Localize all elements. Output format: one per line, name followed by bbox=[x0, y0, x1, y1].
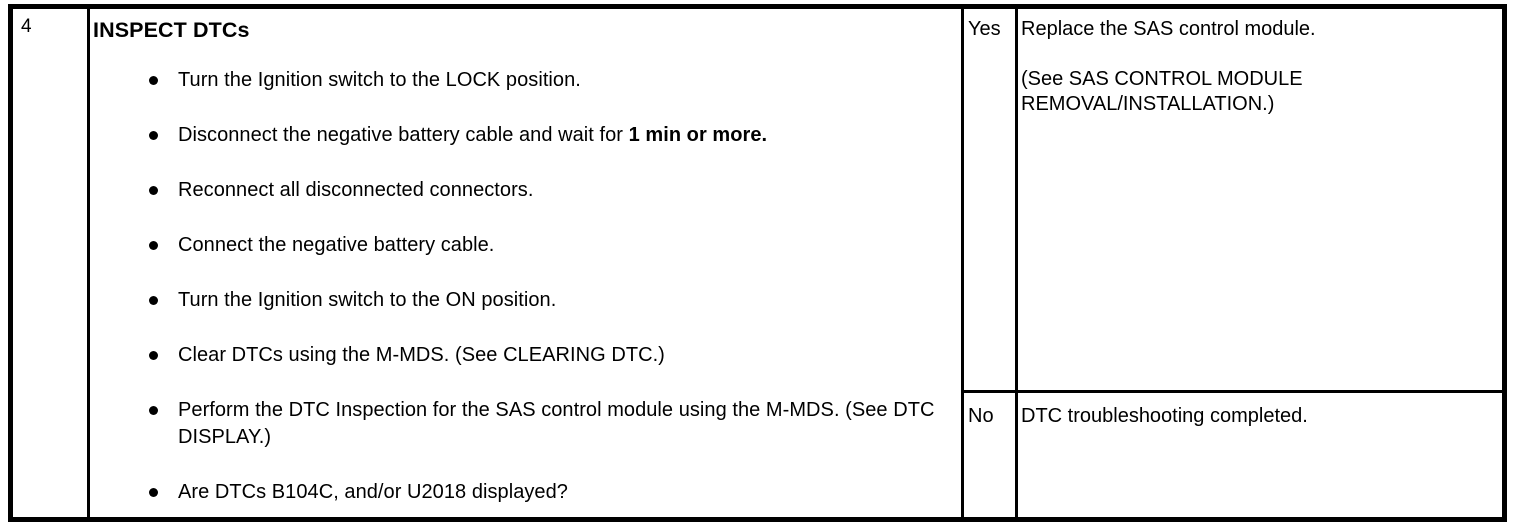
list-item: Turn the Ignition switch to the LOCK pos… bbox=[93, 67, 949, 122]
list-item: Disconnect the negative battery cable an… bbox=[93, 122, 949, 177]
list-item-label: Turn the Ignition switch to the LOCK pos… bbox=[178, 69, 581, 91]
action-yes-line-2: (See SAS CONTROL MODULE bbox=[1021, 68, 1303, 90]
list-item: Connect the negative battery cable. bbox=[93, 232, 949, 287]
list-item: Turn the Ignition switch to the ON posit… bbox=[93, 287, 949, 342]
diagnostic-step-table: 4 INSPECT DTCs Turn the Ignition switch … bbox=[8, 4, 1507, 522]
list-item: Reconnect all disconnected connectors. bbox=[93, 177, 949, 232]
action-no-line-1: DTC troubleshooting completed. bbox=[1021, 405, 1308, 427]
action-yes-line-1: Replace the SAS control module. bbox=[1021, 18, 1316, 40]
bullet-dot-icon bbox=[149, 351, 158, 360]
list-item-label: Are DTCs B104C, and/or U2018 displayed? bbox=[178, 481, 568, 503]
list-item-text-pre: Disconnect the negative battery cable an… bbox=[178, 124, 629, 146]
list-item-text-emphasis: 1 min or more. bbox=[628, 124, 768, 146]
procedure-cell: INSPECT DTCs Turn the Ignition switch to… bbox=[93, 17, 949, 510]
column-divider-step bbox=[87, 9, 90, 517]
step-number: 4 bbox=[21, 16, 32, 37]
procedure-bullet-list: Turn the Ignition switch to the LOCK pos… bbox=[93, 67, 949, 526]
action-yes-line-3: REMOVAL/INSTALLATION.) bbox=[1021, 93, 1275, 115]
list-item-label: Reconnect all disconnected connectors. bbox=[178, 179, 534, 201]
bullet-dot-icon bbox=[149, 241, 158, 250]
bullet-dot-icon bbox=[149, 488, 158, 497]
row-divider-yes-no bbox=[961, 390, 1502, 393]
bullet-dot-icon bbox=[149, 296, 158, 305]
answer-no-label: No bbox=[968, 405, 994, 427]
column-divider-answer bbox=[961, 9, 964, 517]
bullet-dot-icon bbox=[149, 406, 158, 415]
list-item-label: Clear DTCs using the M-MDS. (See CLEARIN… bbox=[178, 344, 665, 366]
list-item-label: Perform the DTC Inspection for the SAS c… bbox=[178, 399, 935, 448]
bullet-dot-icon bbox=[149, 76, 158, 85]
bullet-dot-icon bbox=[149, 186, 158, 195]
answer-yes-label: Yes bbox=[968, 18, 1001, 40]
list-item-label: Turn the Ignition switch to the ON posit… bbox=[178, 289, 557, 311]
list-item: Clear DTCs using the M-MDS. (See CLEARIN… bbox=[93, 342, 949, 397]
list-item-label: Connect the negative battery cable. bbox=[178, 234, 495, 256]
action-yes-cell: Replace the SAS control module. (See SAS… bbox=[1021, 17, 1503, 117]
bullet-dot-icon bbox=[149, 131, 158, 140]
list-item-label: Disconnect the negative battery cable an… bbox=[178, 122, 949, 149]
action-no-cell: DTC troubleshooting completed. bbox=[1021, 404, 1503, 429]
column-divider-action bbox=[1015, 9, 1018, 517]
list-item: Are DTCs B104C, and/or U2018 displayed? bbox=[93, 479, 949, 526]
list-item: Perform the DTC Inspection for the SAS c… bbox=[93, 397, 949, 479]
action-yes-spacer bbox=[1021, 42, 1503, 67]
procedure-title: INSPECT DTCs bbox=[93, 18, 250, 42]
